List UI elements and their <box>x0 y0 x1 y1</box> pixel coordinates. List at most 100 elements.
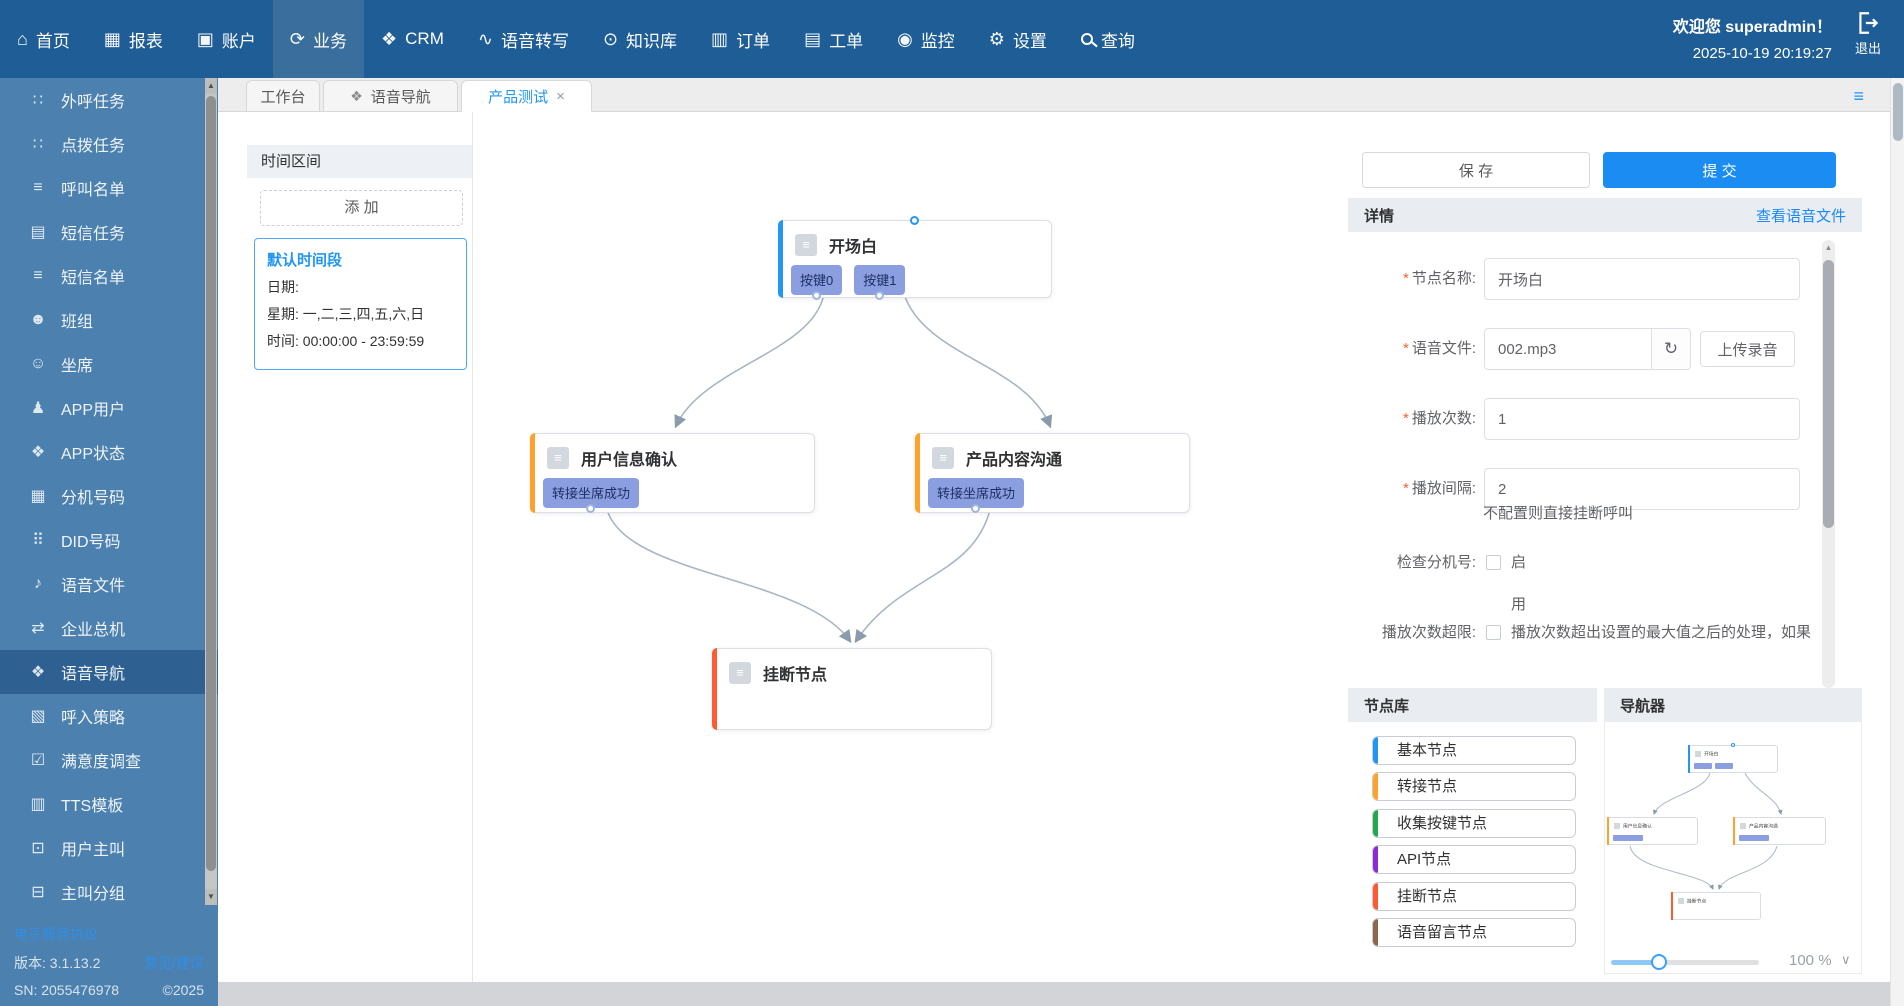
nav-item-crm[interactable]: ❖CRM <box>364 0 461 78</box>
default-time-card[interactable]: 默认时间段 日期: 星期: 一,二,三,四,五,六,日 时间: 00:00:00… <box>254 238 467 370</box>
flow-canvas[interactable]: ≡ 开场白 按键0 按键1 ≡ 用户信息确认 转接坐席成功 ≡ 产品内容沟通 <box>473 112 1348 982</box>
scroll-down-icon[interactable]: ▼ <box>205 889 217 905</box>
library-item-voicemail-node[interactable]: 语音留言节点 <box>1372 918 1576 947</box>
add-time-button[interactable]: 添 加 <box>260 190 463 226</box>
submit-button[interactable]: 提 交 <box>1603 152 1836 188</box>
connection-point[interactable] <box>811 291 821 300</box>
tab-workbench[interactable]: 工作台 <box>246 80 320 112</box>
sidebar-item-dial-tasks[interactable]: ∷点拨任务 <box>0 122 218 166</box>
connection-point[interactable] <box>586 504 595 513</box>
sidebar-item-label: 短信名单 <box>61 270 126 287</box>
chevron-down-icon[interactable]: ∨ <box>1841 952 1851 967</box>
app-status-icon: ❖ <box>30 444 46 461</box>
tab-product-test[interactable]: 产品测试 × <box>461 80 592 112</box>
tab-list-icon[interactable]: ≡ <box>1853 86 1864 106</box>
node-tag-transfer-success[interactable]: 转接坐席成功 <box>543 478 640 513</box>
flow-node-user-info-confirm[interactable]: ≡ 用户信息确认 转接坐席成功 <box>530 433 815 513</box>
nav-item-monitor[interactable]: ◉监控 <box>880 0 972 78</box>
library-item-collect-key-node[interactable]: 收集按键节点 <box>1372 809 1576 838</box>
datetime-text: 2025-10-19 20:19:27 <box>1692 45 1832 62</box>
sidebar-item-app-status[interactable]: ❖APP状态 <box>0 430 218 474</box>
sidebar-item-user-calling[interactable]: ⊡用户主叫 <box>0 826 218 870</box>
sidebar-item-calling-group[interactable]: ⊟主叫分组 <box>0 870 218 914</box>
nav-item-search[interactable]: 查询 <box>1064 0 1152 78</box>
sidebar-item-team-group[interactable]: ☻班组 <box>0 298 218 342</box>
sidebar-item-switchboard[interactable]: ⇄企业总机 <box>0 606 218 650</box>
nav-item-transcribe[interactable]: ∿语音转写 <box>461 0 586 78</box>
close-icon[interactable]: × <box>556 87 565 105</box>
minimap-node-product: 产品内容沟通 <box>1733 817 1826 845</box>
zoom-slider[interactable] <box>1611 954 1759 970</box>
node-icon: ≡ <box>795 234 817 256</box>
navigator-title: 导航器 <box>1620 697 1666 715</box>
order-icon: ▥ <box>711 29 729 49</box>
sidebar-scrollbar[interactable]: ▲ ▼ <box>205 78 217 905</box>
refresh-icon[interactable]: ↻ <box>1651 329 1690 369</box>
sidebar-item-app-user[interactable]: ♟APP用户 <box>0 386 218 430</box>
sidebar-item-ext-number[interactable]: ▦分机号码 <box>0 474 218 518</box>
time-card-name: 默认时间段 <box>267 252 343 269</box>
sidebar-item-sms-tasks[interactable]: ▤短信任务 <box>0 210 218 254</box>
node-tag-key1[interactable]: 按键1 <box>854 265 906 300</box>
node-title: 挂断节点 <box>763 667 828 684</box>
play-limit-checkbox[interactable] <box>1486 625 1501 640</box>
flow-node-product-communication[interactable]: ≡ 产品内容沟通 转接坐席成功 <box>915 433 1190 513</box>
scroll-up-icon[interactable]: ▲ <box>205 78 217 94</box>
switchboard-icon: ⇄ <box>31 620 45 637</box>
time-panel-title: 时间区间 <box>247 145 472 178</box>
library-item-hangup-node[interactable]: 挂断节点 <box>1372 882 1576 911</box>
service-agreement-link[interactable]: 电子服务协议 <box>14 926 98 942</box>
scrollbar-thumb[interactable] <box>206 96 216 871</box>
nav-item-order[interactable]: ▥订单 <box>694 0 787 78</box>
navigator-minimap[interactable]: 开场白 用户信息确认 产品内容沟通 挂断节点 100 % ∨ <box>1604 722 1862 974</box>
window-scrollbar[interactable] <box>1890 78 1904 1006</box>
flow-node-hangup[interactable]: ≡ 挂断节点 <box>712 648 992 730</box>
sidebar-item-sms-list[interactable]: ≡短信名单 <box>0 254 218 298</box>
scroll-up-icon[interactable]: ▲ <box>1824 243 1833 252</box>
sidebar-item-voice-navigation[interactable]: ❖语音导航 <box>0 650 218 694</box>
view-voice-file-link[interactable]: 查看语音文件 <box>1755 207 1846 225</box>
node-name-input[interactable] <box>1484 258 1800 300</box>
check-extension-checkbox[interactable] <box>1486 555 1501 570</box>
tab-voice-navigation[interactable]: ❖ 语音导航 <box>323 80 458 112</box>
bottom-strip <box>218 982 1890 1006</box>
connection-point[interactable] <box>910 216 919 225</box>
library-item-basic-node[interactable]: 基本节点 <box>1372 736 1576 765</box>
save-button[interactable]: 保 存 <box>1362 152 1590 188</box>
scrollbar-thumb[interactable] <box>1823 260 1834 528</box>
library-item-api-node[interactable]: API节点 <box>1372 845 1576 874</box>
nav-item-home[interactable]: ⌂首页 <box>0 0 87 78</box>
zoom-slider-handle[interactable] <box>1651 954 1667 970</box>
connection-point[interactable] <box>971 504 980 513</box>
play-count-input[interactable] <box>1484 398 1800 440</box>
sidebar-item-voice-file[interactable]: ♪语音文件 <box>0 562 218 606</box>
nav-item-settings[interactable]: ⚙设置 <box>972 0 1064 78</box>
nav-item-account[interactable]: ▣账户 <box>180 0 273 78</box>
node-tag-transfer-success[interactable]: 转接坐席成功 <box>928 478 1025 513</box>
scrollbar-thumb[interactable] <box>1893 83 1903 141</box>
sidebar-item-did-number[interactable]: ⠿DID号码 <box>0 518 218 562</box>
sidebar-item-call-list[interactable]: ≡呼叫名单 <box>0 166 218 210</box>
library-item-transfer-node[interactable]: 转接节点 <box>1372 772 1576 801</box>
sn-text: SN: 2055476978 <box>14 982 120 998</box>
upload-record-button[interactable]: 上传录音 <box>1700 331 1795 367</box>
sidebar-item-label: 分机号码 <box>61 490 126 507</box>
play-interval-input[interactable] <box>1484 468 1800 510</box>
detail-scrollbar[interactable]: ▲ <box>1822 240 1835 688</box>
sidebar-item-satisfaction-survey[interactable]: ☑满意度调查 <box>0 738 218 782</box>
nav-item-knowledge[interactable]: ⊙知识库 <box>586 0 694 78</box>
nav-item-report[interactable]: ▦报表 <box>87 0 180 78</box>
logout-button[interactable]: 退出 <box>1840 10 1896 57</box>
feedback-link[interactable]: 意见/建议 <box>144 955 204 971</box>
voice-file-icon: ♪ <box>34 575 42 592</box>
knowledge-icon: ⊙ <box>602 29 619 49</box>
sidebar-item-tts-template[interactable]: ▥TTS模板 <box>0 782 218 826</box>
sidebar-item-agent[interactable]: ☺坐席 <box>0 342 218 386</box>
sidebar-item-inbound-strategy[interactable]: ▧呼入策略 <box>0 694 218 738</box>
sidebar-item-outbound-tasks[interactable]: ∷外呼任务 <box>0 78 218 122</box>
nav-item-business[interactable]: ⟳业务 <box>272 0 364 78</box>
node-tag-key0[interactable]: 按键0 <box>791 265 843 300</box>
connection-point[interactable] <box>874 291 884 300</box>
flow-node-opening[interactable]: ≡ 开场白 按键0 按键1 <box>778 216 1052 300</box>
nav-item-ticket[interactable]: ▤工单 <box>787 0 880 78</box>
